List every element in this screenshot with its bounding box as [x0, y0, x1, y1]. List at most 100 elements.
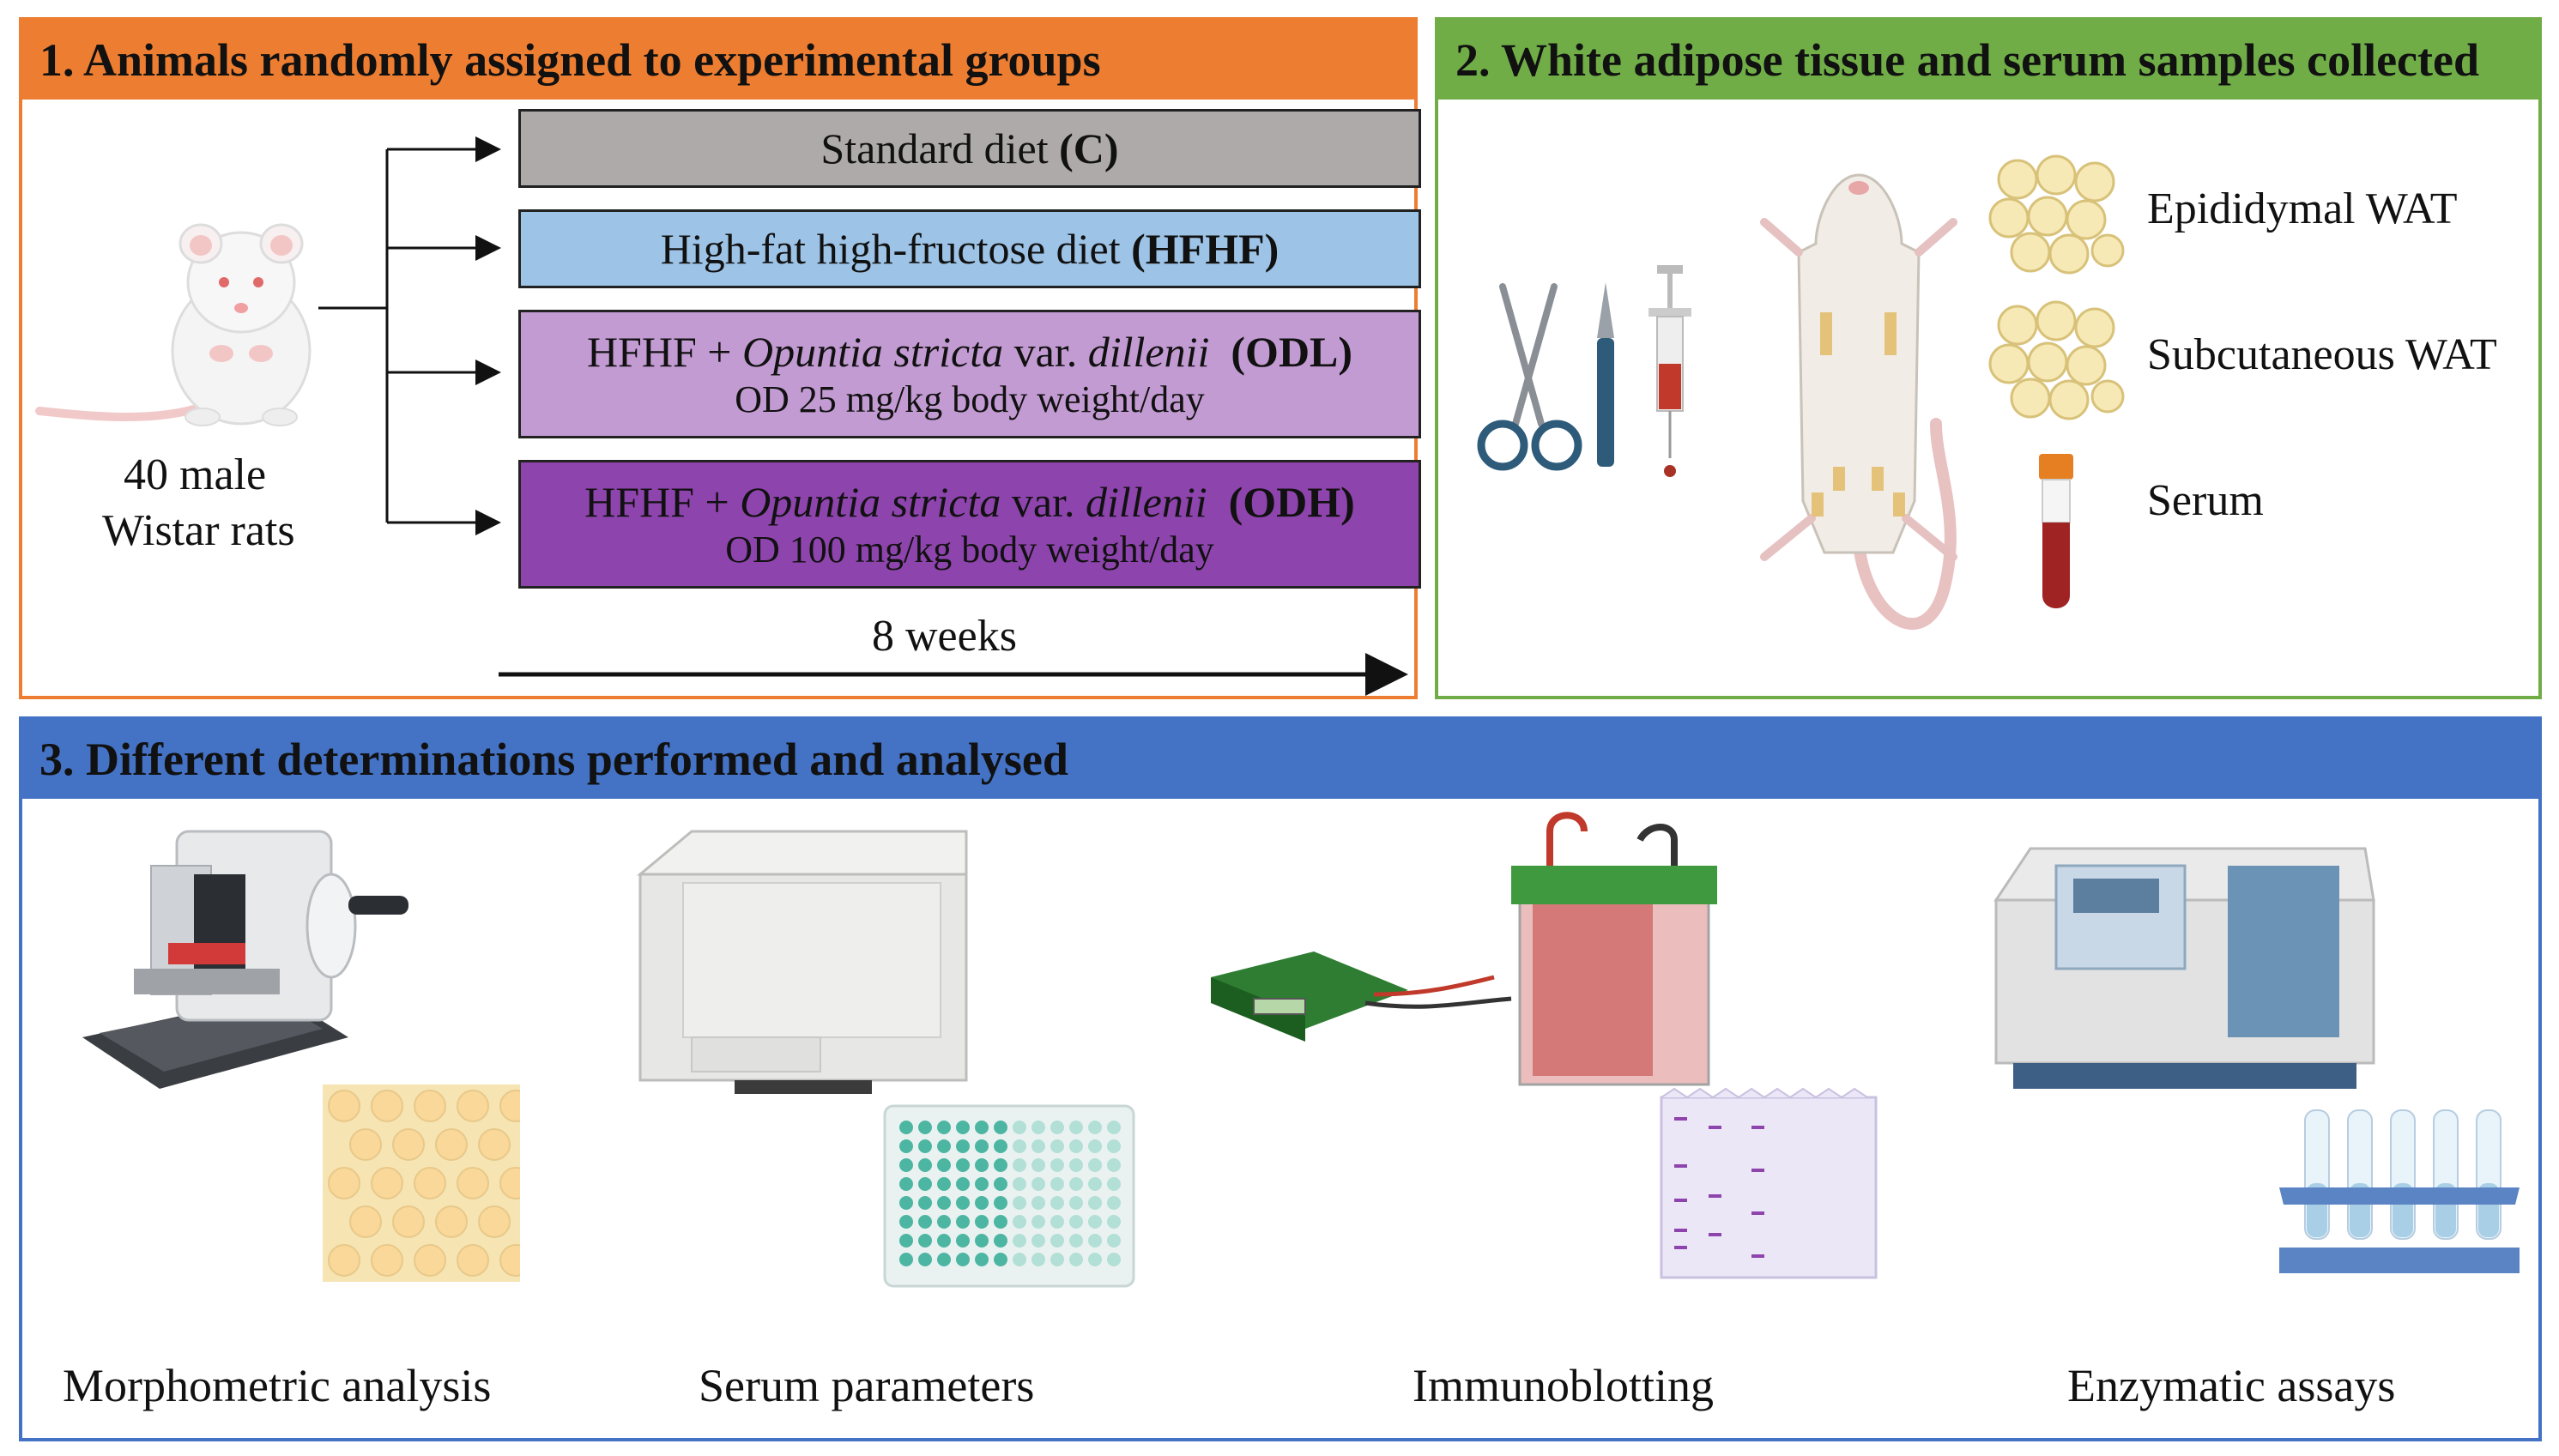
- group-standard-diet: Standard diet (C): [518, 109, 1421, 188]
- group-c-abbr: (C): [1059, 124, 1119, 172]
- well: [1013, 1121, 1026, 1134]
- well: [1031, 1253, 1045, 1266]
- panel-experimental-groups: 1. Animals randomly assigned to experime…: [19, 17, 1421, 699]
- rat-dissection-icon: [1760, 173, 1957, 630]
- well: [994, 1253, 1007, 1266]
- well: [937, 1234, 951, 1248]
- well: [1050, 1253, 1064, 1266]
- well: [1088, 1196, 1102, 1210]
- well: [1050, 1215, 1064, 1229]
- well: [956, 1196, 970, 1210]
- well: [1069, 1177, 1083, 1191]
- fat-cells-icon: [1988, 300, 2125, 420]
- well: [937, 1215, 951, 1229]
- method-enzymatic-assays: Enzymatic assays: [2067, 1360, 2396, 1411]
- well: [1031, 1215, 1045, 1229]
- group-odh-mid: var.: [1001, 477, 1086, 526]
- group-odh-dose: OD 100 mg/kg body weight/day: [725, 528, 1214, 571]
- well: [899, 1253, 913, 1266]
- well: [956, 1139, 970, 1153]
- well: [1107, 1177, 1121, 1191]
- well: [899, 1158, 913, 1172]
- well: [1013, 1177, 1026, 1191]
- group-odl-variety: dillenii: [1087, 327, 1210, 376]
- group-c-label: Standard diet: [820, 124, 1060, 172]
- blot-membrane-icon: [1660, 1087, 1878, 1279]
- microtome-icon: [82, 830, 408, 1089]
- well: [1069, 1234, 1083, 1248]
- fat-cells-icon: [1988, 154, 2125, 275]
- well: [1069, 1158, 1083, 1172]
- syringe-icon: [1649, 265, 1691, 477]
- sample-epididymal-wat: Epididymal WAT: [2147, 184, 2458, 233]
- well: [1107, 1234, 1121, 1248]
- well: [918, 1139, 932, 1153]
- well: [994, 1215, 1007, 1229]
- well: [975, 1158, 989, 1172]
- scalpel-icon: [1597, 282, 1614, 467]
- well: [1088, 1177, 1102, 1191]
- sample-serum: Serum: [2147, 476, 2264, 525]
- well: [1031, 1196, 1045, 1210]
- well: [1107, 1196, 1121, 1210]
- group-odl-dose: OD 25 mg/kg body weight/day: [735, 378, 1205, 420]
- well: [956, 1177, 970, 1191]
- well: [1107, 1253, 1121, 1266]
- well: [1050, 1196, 1064, 1210]
- well: [1088, 1234, 1102, 1248]
- well: [975, 1196, 989, 1210]
- well: [956, 1215, 970, 1229]
- well: [975, 1234, 989, 1248]
- method-immunoblotting: Immunoblotting: [1413, 1360, 1714, 1411]
- assignment-arrows: [318, 136, 1408, 696]
- blood-tube-icon: [2039, 454, 2073, 608]
- well: [1050, 1234, 1064, 1248]
- panel-determinations: 3. Different determinations performed an…: [19, 716, 2542, 1441]
- sample-subcutaneous-wat: Subcutaneous WAT: [2147, 330, 2497, 379]
- well: [975, 1177, 989, 1191]
- well: [956, 1234, 970, 1248]
- well: [918, 1215, 932, 1229]
- well: [899, 1139, 913, 1153]
- panel-sample-collection: 2. White adipose tissue and serum sample…: [1435, 17, 2542, 699]
- well: [1031, 1177, 1045, 1191]
- adipocyte-grid-icon: [323, 1084, 520, 1282]
- well: [937, 1121, 951, 1134]
- group-odh-species: Opuntia stricta: [740, 477, 1001, 526]
- well: [1013, 1234, 1026, 1248]
- well: [1088, 1158, 1102, 1172]
- panel3-title: 3. Different determinations performed an…: [39, 734, 1068, 785]
- electrophoresis-icon: [1211, 812, 1717, 1086]
- well: [1050, 1139, 1064, 1153]
- panel1-header: 1. Animals randomly assigned to experime…: [22, 21, 1414, 100]
- well-plate-icon: [883, 1104, 1135, 1288]
- well: [1050, 1158, 1064, 1172]
- well: [956, 1121, 970, 1134]
- group-odl: HFHF + Opuntia stricta var. dillenii (OD…: [518, 310, 1421, 438]
- method-serum-parameters: Serum parameters: [699, 1360, 1035, 1411]
- well: [937, 1177, 951, 1191]
- group-odl-species: Opuntia stricta: [741, 327, 1004, 376]
- group-odh-abbr: (ODH): [1228, 477, 1355, 526]
- well: [994, 1158, 1007, 1172]
- group-odl-mid: var.: [1003, 327, 1088, 376]
- well: [1050, 1177, 1064, 1191]
- panel1-title: 1. Animals randomly assigned to experime…: [39, 34, 1101, 86]
- well: [899, 1234, 913, 1248]
- well: [956, 1158, 970, 1172]
- well: [1107, 1139, 1121, 1153]
- group-hfhf-label: High-fat high-fructose diet: [660, 224, 1132, 273]
- well: [918, 1234, 932, 1248]
- well: [937, 1139, 951, 1153]
- well: [1013, 1196, 1026, 1210]
- well: [956, 1253, 970, 1266]
- well: [899, 1215, 913, 1229]
- well: [1013, 1158, 1026, 1172]
- well: [1069, 1253, 1083, 1266]
- well: [1069, 1196, 1083, 1210]
- group-hfhf-diet: High-fat high-fructose diet (HFHF): [518, 209, 1421, 288]
- well: [1088, 1121, 1102, 1134]
- well: [1031, 1139, 1045, 1153]
- rat-icon: [35, 223, 312, 426]
- well: [1013, 1253, 1026, 1266]
